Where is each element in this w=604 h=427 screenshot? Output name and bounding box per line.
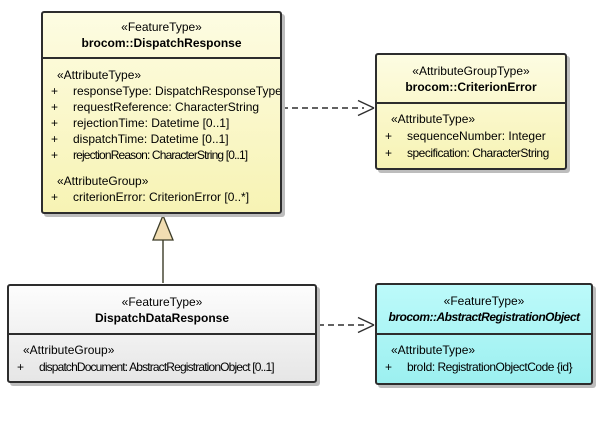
attribute-text: broId: RegistrationObjectCode {id} xyxy=(407,360,573,374)
section-header: «AttributeType» xyxy=(57,68,142,82)
attribute-row: + rejectionTime: Datetime [0..1] xyxy=(43,115,280,131)
attribute-text: dispatchDocument: AbstractRegistrationOb… xyxy=(39,360,275,374)
class-name: brocom::DispatchResponse xyxy=(81,36,242,50)
attribute-row: + requestReference: CharacterString xyxy=(43,99,280,115)
visibility-label: + xyxy=(385,129,393,143)
attribute-text: sequenceNumber: Integer xyxy=(407,129,546,143)
stereotype-label: «FeatureType» xyxy=(443,294,525,308)
open-arrowhead-icon xyxy=(357,99,375,117)
section-header: «AttributeType» xyxy=(391,112,476,126)
class-title-compartment: «AttributeGroupType» brocom::CriterionEr… xyxy=(377,55,565,104)
attribute-row: + specification: CharacterString xyxy=(377,145,565,162)
attribute-row: + responseType: DispatchResponseType xyxy=(43,83,280,99)
class-title-compartment: «FeatureType» brocom::DispatchResponse xyxy=(43,13,280,59)
visibility-label: + xyxy=(51,100,59,114)
attributes-compartment: «AttributeType» + sequenceNumber: Intege… xyxy=(377,104,565,162)
attribute-row: + dispatchTime: Datetime [0..1] xyxy=(43,131,280,147)
stereotype-label: «FeatureType» xyxy=(121,20,202,34)
attribute-text: rejectionTime: Datetime [0..1] xyxy=(73,116,230,130)
visibility-label: + xyxy=(51,116,59,130)
stereotype-label: «AttributeGroupType» xyxy=(412,63,530,78)
dependency-connector-dispatchdataresponse-abstractregistrationobject[interactable] xyxy=(318,316,375,334)
visibility-label: + xyxy=(51,148,59,162)
class-box-abstract-registration-object[interactable]: «FeatureType» brocom::AbstractRegistrati… xyxy=(375,283,593,385)
attribute-row: + dispatchDocument: AbstractRegistration… xyxy=(9,359,315,376)
stereotype-label: «FeatureType» xyxy=(121,294,203,309)
section-header: «AttributeGroup» xyxy=(23,343,115,357)
class-box-dispatch-response[interactable]: «FeatureType» brocom::DispatchResponse «… xyxy=(41,11,282,214)
generalization-connector-dispatchdataresponse-dispatchresponse[interactable] xyxy=(152,213,174,284)
visibility-label: + xyxy=(385,146,393,160)
triangle-arrowhead-icon xyxy=(152,213,174,241)
class-name: brocom::CriterionError xyxy=(405,79,537,94)
section-header: «AttributeType» xyxy=(391,343,476,357)
attribute-text: responseType: DispatchResponseType xyxy=(73,84,282,98)
class-title-compartment: «FeatureType» brocom::AbstractRegistrati… xyxy=(377,285,591,335)
visibility-label: + xyxy=(385,360,393,374)
attribute-text: requestReference: CharacterString xyxy=(73,100,260,114)
attribute-text: dispatchTime: Datetime [0..1] xyxy=(73,132,229,146)
attribute-text: rejectionReason: CharacterString [0..1] xyxy=(73,148,248,162)
visibility-label: + xyxy=(51,190,59,204)
open-arrowhead-icon xyxy=(357,316,375,334)
class-box-dispatch-data-response[interactable]: «FeatureType» DispatchDataResponse «Attr… xyxy=(7,284,317,383)
attributes-compartment: «AttributeType» + broId: RegistrationObj… xyxy=(377,335,591,376)
attribute-row: + criterionError: CriterionError [0..*] xyxy=(43,189,280,205)
attributes-compartment: «AttributeType» + responseType: Dispatch… xyxy=(43,59,280,205)
class-name: brocom::AbstractRegistrationObject xyxy=(388,310,580,324)
attributes-compartment: «AttributeGroup» + dispatchDocument: Abs… xyxy=(9,335,315,376)
section-header: «AttributeGroup» xyxy=(57,174,149,188)
dependency-connector-dispatchresponse-criterionerror[interactable] xyxy=(282,99,375,117)
class-box-criterion-error[interactable]: «AttributeGroupType» brocom::CriterionEr… xyxy=(375,53,567,170)
attribute-row: + sequenceNumber: Integer xyxy=(377,128,565,145)
attribute-row: + rejectionReason: CharacterString [0..1… xyxy=(43,147,280,163)
visibility-label: + xyxy=(51,132,59,146)
visibility-label: + xyxy=(51,84,59,98)
class-title-compartment: «FeatureType» DispatchDataResponse xyxy=(9,286,315,335)
attribute-text: criterionError: CriterionError [0..*] xyxy=(73,190,250,204)
attribute-row: + broId: RegistrationObjectCode {id} xyxy=(377,359,591,376)
attribute-text: specification: CharacterString xyxy=(407,146,549,160)
class-name: DispatchDataResponse xyxy=(94,310,230,325)
visibility-label: + xyxy=(17,360,25,374)
